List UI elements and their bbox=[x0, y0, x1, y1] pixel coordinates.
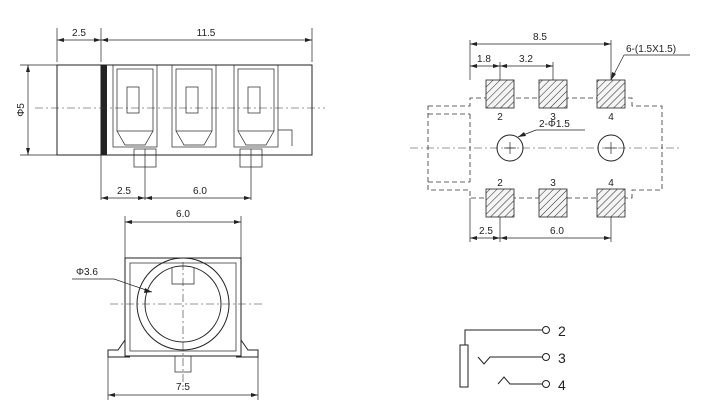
schematic-sleeve-line bbox=[464, 329, 543, 345]
pcb-footprint-outline bbox=[427, 97, 663, 199]
dim-front-diameter: Φ3.6 bbox=[76, 267, 98, 278]
front-tab-right bbox=[236, 339, 259, 358]
dim-pcb-bottom-right: 6.0 bbox=[550, 226, 564, 237]
schematic-pin-3-label: 3 bbox=[558, 350, 566, 366]
dim-side-diameter: Φ5 bbox=[16, 103, 27, 117]
side-collar-band bbox=[101, 65, 107, 155]
pcb-hole-leader: 2-Φ1.5 bbox=[517, 119, 585, 138]
schematic-pin-3-terminal bbox=[542, 353, 550, 361]
dim-pcb-bottom-left: 2.5 bbox=[479, 226, 493, 237]
dim-front-top: 6.0 bbox=[176, 209, 190, 220]
dim-side-top-left: 2.5 bbox=[72, 28, 86, 39]
schematic-pin-4-label: 4 bbox=[558, 377, 566, 393]
pcb-pad-label-top-3: 3 bbox=[550, 112, 556, 123]
front-view: 6.0 Φ3.6 7.5 bbox=[72, 209, 262, 400]
pcb-pad-label-bottom-3: 3 bbox=[550, 178, 556, 189]
schematic-tip-contact bbox=[477, 356, 543, 365]
front-center-post bbox=[174, 355, 192, 373]
side-terminal-2 bbox=[171, 64, 217, 148]
dim-side-top-right: 11.5 bbox=[197, 28, 216, 39]
front-top-dimension: 6.0 bbox=[124, 209, 242, 258]
dim-pcb-left-pad: 1.8 bbox=[477, 54, 491, 65]
schematic-plug-body bbox=[459, 344, 469, 388]
front-opening-outer bbox=[136, 257, 230, 351]
dim-pcb-hole-note: 2-Φ1.5 bbox=[539, 119, 570, 130]
dim-side-bottom-right: 6.0 bbox=[193, 186, 207, 197]
front-tab-left bbox=[107, 339, 130, 358]
front-diameter-leader: Φ3.6 bbox=[72, 267, 153, 293]
pcb-layout: 2 3 4 2 3 4 8.5 1.8 bbox=[410, 32, 690, 242]
schematic-pin-2-terminal bbox=[542, 326, 550, 334]
pcb-pad-label-top-2: 2 bbox=[497, 112, 503, 123]
pcb-pad-label-bottom-2: 2 bbox=[497, 178, 503, 189]
side-top-dimensions: 2.5 11.5 bbox=[56, 28, 313, 62]
side-terminal-3 bbox=[233, 64, 293, 148]
pcb-bottom-dimensions: 2.5 6.0 bbox=[469, 198, 612, 242]
pcb-pad-top-3 bbox=[538, 79, 568, 109]
pcb-pad-label-bottom-4: 4 bbox=[608, 178, 614, 189]
dim-pcb-pitch: 3.2 bbox=[519, 54, 533, 65]
pcb-pad-bottom-2 bbox=[485, 188, 515, 218]
pcb-pad-bottom-4 bbox=[596, 188, 626, 218]
pcb-pad-top-2 bbox=[485, 79, 515, 109]
front-bottom-dimension: 7.5 bbox=[107, 357, 259, 400]
dim-side-bottom-left: 2.5 bbox=[117, 186, 131, 197]
pcb-hole-right bbox=[597, 134, 625, 162]
pcb-pad-label-top-4: 4 bbox=[608, 112, 614, 123]
schematic-pin-4-terminal bbox=[542, 380, 550, 388]
pcb-hole-left bbox=[496, 134, 524, 162]
schematic: 2 3 4 bbox=[459, 323, 566, 393]
pcb-pad-top-4 bbox=[596, 79, 626, 109]
schematic-ring-contact bbox=[497, 376, 543, 385]
pcb-top-dimensions: 8.5 1.8 3.2 6-(1.5X1.5) bbox=[469, 32, 690, 81]
pcb-pad-bottom-3 bbox=[538, 188, 568, 218]
side-view: 2.5 11.5 Φ5 2.5 6.0 bbox=[16, 28, 325, 200]
schematic-pin-2-label: 2 bbox=[558, 323, 566, 339]
side-diameter-dimension: Φ5 bbox=[16, 64, 57, 156]
dim-pcb-overall: 8.5 bbox=[533, 32, 547, 43]
dim-front-bottom: 7.5 bbox=[176, 382, 190, 393]
dim-pcb-pad-note: 6-(1.5X1.5) bbox=[626, 44, 676, 55]
side-bottom-dimensions: 2.5 6.0 bbox=[100, 155, 251, 200]
side-terminal-1 bbox=[112, 64, 158, 148]
